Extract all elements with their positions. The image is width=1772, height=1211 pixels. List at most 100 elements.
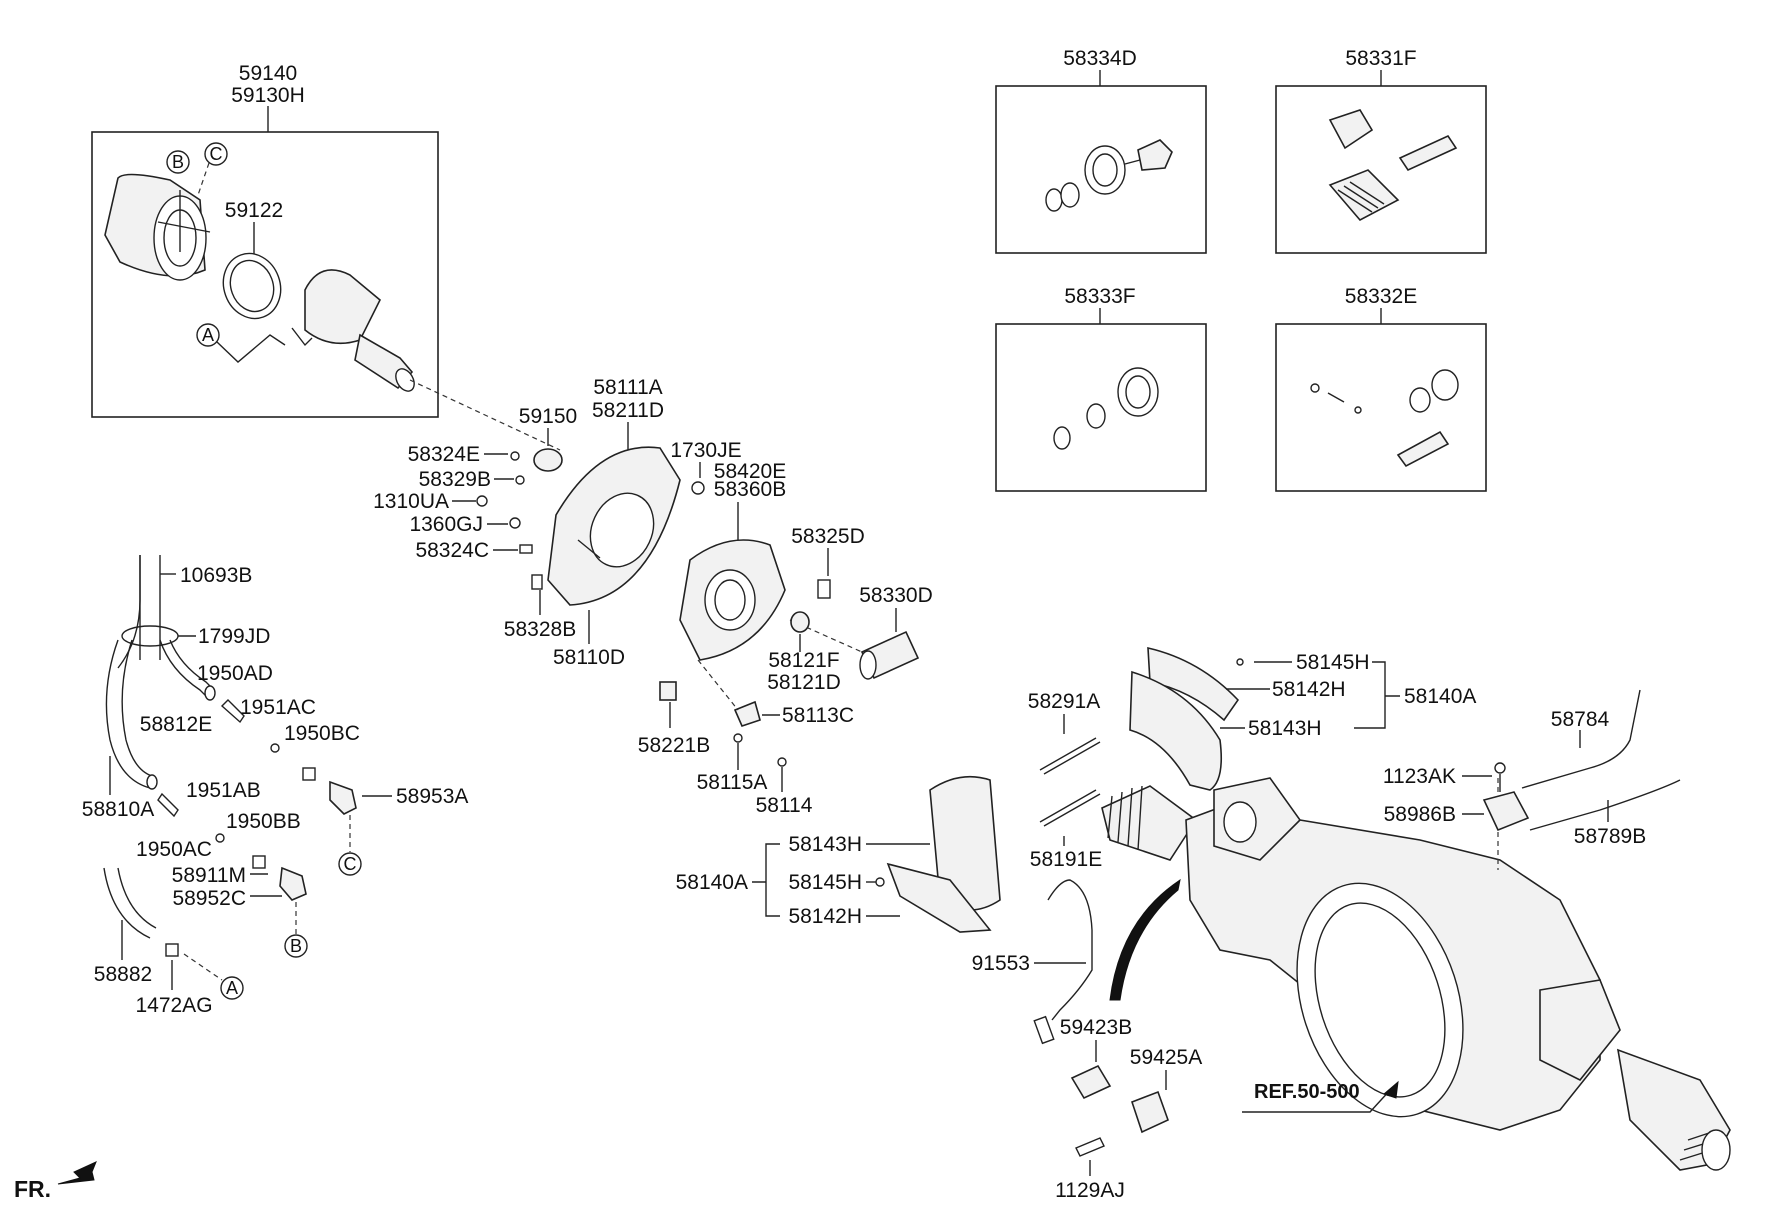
- label-58330D[interactable]: 58330D: [859, 584, 933, 607]
- label-58332E[interactable]: 58332E: [1345, 285, 1417, 308]
- adjuster-58121F-part: [790, 611, 810, 633]
- label-91553[interactable]: 91553: [972, 952, 1030, 975]
- label-58221B[interactable]: 58221B: [638, 734, 710, 757]
- label-58810A[interactable]: 58810A: [82, 798, 154, 821]
- label-58331F[interactable]: 58331F: [1345, 47, 1416, 70]
- label-58325D[interactable]: 58325D: [791, 525, 865, 548]
- spring-58291A-part: [1039, 737, 1101, 775]
- brake-shoe-upper-group: 58145H 58142H 58143H 58140A: [1129, 646, 1476, 791]
- seal-ring-part: [222, 252, 282, 320]
- callout-a-label[interactable]: A: [202, 325, 214, 345]
- label-59140[interactable]: 59140: [239, 62, 297, 85]
- front-label[interactable]: FR.: [14, 1176, 51, 1202]
- label-1950AC[interactable]: 1950AC: [136, 838, 212, 861]
- backing-plate-group: 58111A 58211D 59150 58324E 58329B 1310UA…: [373, 376, 933, 817]
- front-arrow-icon: [57, 1161, 97, 1185]
- bracket-58986B-part: [1482, 791, 1530, 832]
- label-58882[interactable]: 58882: [94, 963, 152, 986]
- label-58360B[interactable]: 58360B: [714, 478, 786, 501]
- label-1950BB[interactable]: 1950BB: [226, 810, 301, 833]
- label-10693B[interactable]: 10693B: [180, 564, 252, 587]
- label-1730JE[interactable]: 1730JE: [670, 439, 741, 462]
- fitting-1472AG-part: [165, 943, 179, 957]
- air-hose-group: 10693B 1799JD 1950AD 58812E 1951AC 1950B…: [82, 555, 468, 1017]
- callout-c-circle: [204, 142, 228, 166]
- label-58324E[interactable]: 58324E: [408, 443, 480, 466]
- label-58145H-lower[interactable]: 58145H: [788, 871, 862, 894]
- axle-housing-group: REF.50-500: [1101, 777, 1731, 1171]
- label-58191E[interactable]: 58191E: [1030, 848, 1102, 871]
- label-1950AD[interactable]: 1950AD: [197, 662, 273, 685]
- label-59150[interactable]: 59150: [519, 405, 577, 428]
- clip-58113C-part: [733, 700, 761, 727]
- label-58115A[interactable]: 58115A: [697, 771, 768, 794]
- label-58953A[interactable]: 58953A: [396, 785, 468, 808]
- label-58121F[interactable]: 58121F: [768, 649, 839, 672]
- label-59425A[interactable]: 59425A: [1130, 1046, 1202, 1069]
- spring-58191E-part: [1039, 789, 1101, 827]
- label-58812E[interactable]: 58812E: [140, 713, 212, 736]
- label-58784[interactable]: 58784: [1551, 708, 1610, 731]
- label-58142H-upper[interactable]: 58142H: [1272, 678, 1346, 701]
- label-58952C[interactable]: 58952C: [172, 887, 246, 910]
- callout-a-circle: [196, 323, 220, 347]
- sensor-group: 91553 59423B 59425A 1129AJ: [972, 879, 1202, 1202]
- label-58145H-upper[interactable]: 58145H: [1296, 651, 1370, 674]
- kit-58332E: 58332E: [1275, 285, 1487, 492]
- label-1360GJ[interactable]: 1360GJ: [409, 513, 483, 536]
- callout-b-label[interactable]: B: [172, 152, 184, 172]
- callout-c-hose-label[interactable]: C: [344, 854, 357, 874]
- label-1951AB[interactable]: 1951AB: [186, 779, 261, 802]
- sensor-cable-91553-part: [1047, 879, 1093, 1021]
- label-58420E[interactable]: 58420E: [714, 460, 786, 483]
- label-1951AC[interactable]: 1951AC: [240, 696, 316, 719]
- bolt-1129AJ-part: [1075, 1137, 1105, 1157]
- shoe-lining-lower-part: [886, 862, 992, 933]
- label-1950BC[interactable]: 1950BC: [284, 722, 360, 745]
- label-58142H-lower[interactable]: 58142H: [788, 905, 862, 928]
- label-58143H-upper[interactable]: 58143H: [1248, 717, 1322, 740]
- label-58334D[interactable]: 58334D: [1063, 47, 1137, 70]
- label-58140A-upper[interactable]: 58140A: [1404, 685, 1476, 708]
- bushing-59423B-part: [1070, 1064, 1112, 1100]
- label-1123AK[interactable]: 1123AK: [1383, 765, 1456, 788]
- label-58140A-lower[interactable]: 58140A: [676, 871, 748, 894]
- callout-a-hose-label[interactable]: A: [226, 978, 238, 998]
- label-1310UA[interactable]: 1310UA: [373, 490, 449, 513]
- direction-arrow-shape: [1109, 878, 1181, 1001]
- label-59423B[interactable]: 59423B: [1060, 1016, 1132, 1039]
- brake-chamber-group: 59140 59130H B C 59122 A: [91, 62, 439, 418]
- label-59122[interactable]: 59122: [225, 199, 283, 222]
- ref-label[interactable]: REF.50-500: [1254, 1081, 1360, 1103]
- label-58114[interactable]: 58114: [756, 794, 813, 817]
- label-59130H[interactable]: 59130H: [231, 84, 305, 107]
- label-1799JD[interactable]: 1799JD: [198, 625, 270, 648]
- label-58333F[interactable]: 58333F: [1064, 285, 1135, 308]
- callout-b-hose-label[interactable]: B: [290, 936, 302, 956]
- chamber-to-drum-line: [409, 379, 561, 451]
- label-58328B[interactable]: 58328B: [504, 618, 576, 641]
- bushing-59150-part: [533, 448, 563, 472]
- label-58113C[interactable]: 58113C: [782, 704, 854, 727]
- label-58291A[interactable]: 58291A: [1028, 690, 1100, 713]
- label-58911M[interactable]: 58911M: [172, 864, 246, 887]
- brake-springs-group: 58291A 58191E: [1028, 690, 1102, 871]
- label-58110D[interactable]: 58110D: [553, 646, 625, 669]
- label-1129AJ[interactable]: 1129AJ: [1055, 1179, 1125, 1202]
- label-1472AG[interactable]: 1472AG: [135, 994, 212, 1017]
- label-58211D[interactable]: 58211D: [592, 399, 664, 422]
- label-58143H-lower[interactable]: 58143H: [788, 833, 862, 856]
- label-58111A[interactable]: 58111A: [593, 376, 662, 399]
- kit-58333F: 58333F: [995, 285, 1207, 492]
- label-58986B[interactable]: 58986B: [1384, 803, 1456, 826]
- bolt-58325D-part: [817, 579, 831, 599]
- elbow-58952C-part: [279, 866, 307, 901]
- callout-c-label[interactable]: C: [210, 144, 223, 164]
- shoe-lining-upper-part: [1147, 646, 1240, 722]
- label-58121D[interactable]: 58121D: [767, 671, 841, 694]
- front-indicator: FR.: [14, 1161, 97, 1202]
- label-58329B[interactable]: 58329B: [419, 468, 491, 491]
- label-58789B[interactable]: 58789B: [1574, 825, 1646, 848]
- label-58324C[interactable]: 58324C: [415, 539, 489, 562]
